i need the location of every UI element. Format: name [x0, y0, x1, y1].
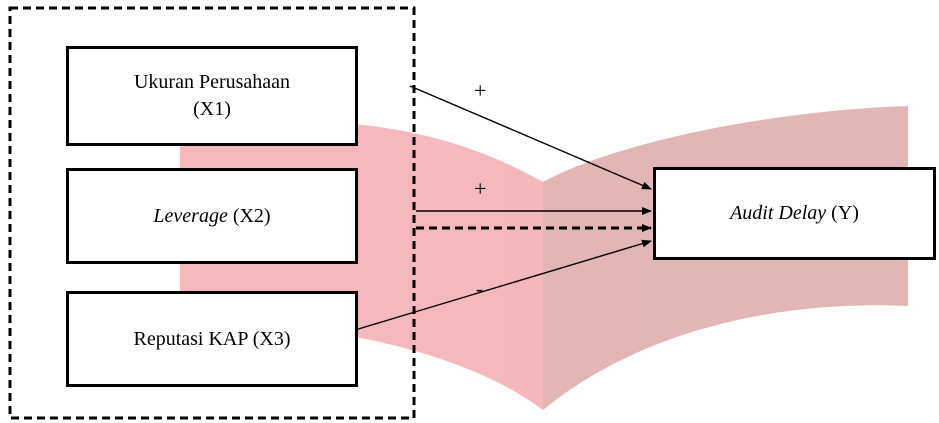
variable-box-reputasi-kap: Reputasi KAP (X3): [66, 291, 358, 387]
variable-y-code: (Y): [831, 202, 859, 224]
variable-box-audit-delay: Audit Delay (Y): [653, 167, 936, 260]
arrow-x3-to-y: [354, 239, 652, 331]
independent-variables-group-box: [8, 6, 416, 420]
variable-box-ukuran-perusahaan: Ukuran Perusahaan (X1): [66, 46, 358, 146]
variable-x2-name: Leverage: [153, 204, 228, 227]
variable-x3-label: Reputasi KAP (X3): [133, 327, 291, 350]
variable-y-name: Audit Delay: [730, 202, 827, 224]
arrow-x1-to-y: [409, 85, 652, 190]
variable-box-leverage: Leverage (X2): [66, 168, 358, 264]
sign-label-x1: +: [474, 78, 487, 103]
sign-label-x2: +: [474, 176, 487, 201]
variable-x2-code: (X2): [232, 204, 271, 227]
sign-label-x3: -: [476, 276, 484, 301]
variable-x1-code: (X1): [193, 98, 231, 120]
variable-x1-name: Ukuran Perusahaan: [133, 71, 291, 93]
